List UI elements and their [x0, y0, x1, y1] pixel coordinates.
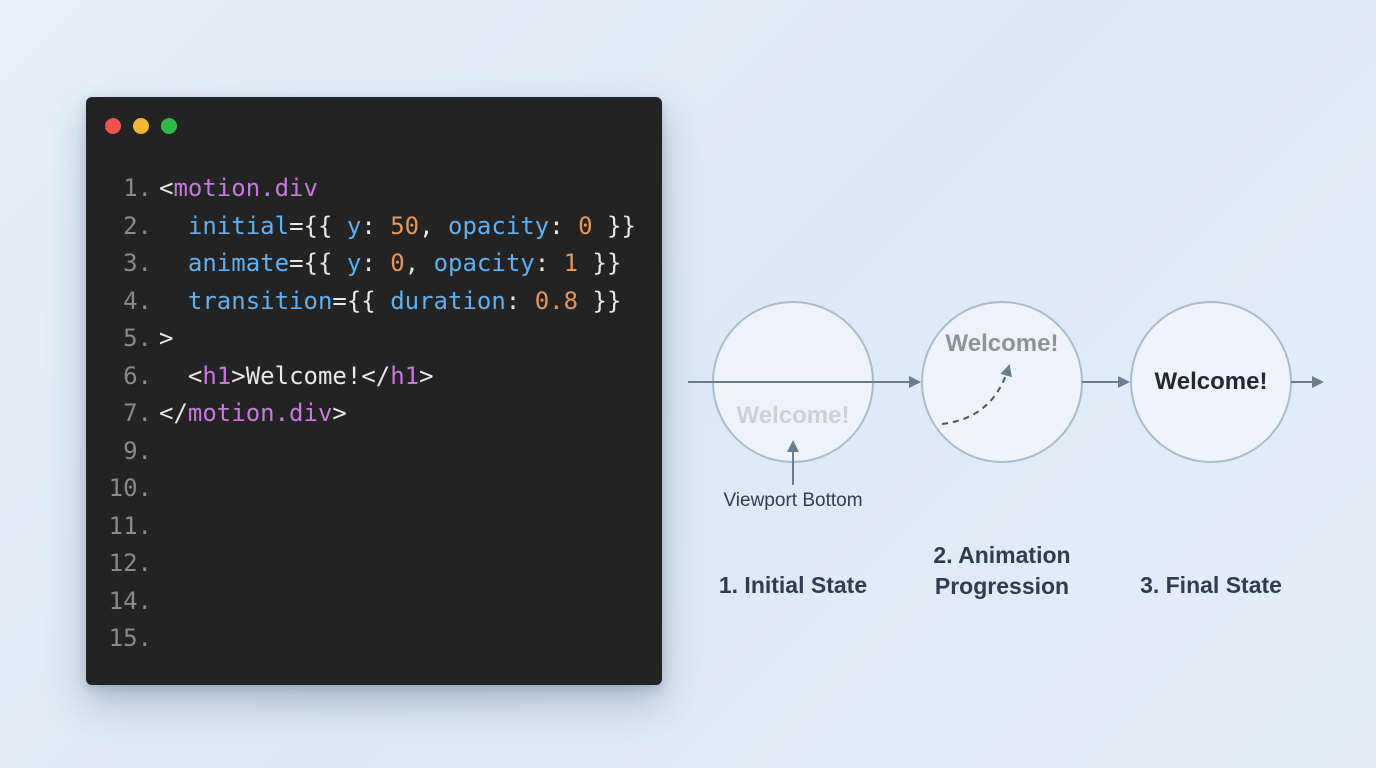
minimize-dot-icon[interactable]	[133, 118, 149, 134]
code-token: ={{	[332, 286, 391, 315]
code-token: initial	[187, 211, 290, 240]
line-number: 7.	[123, 399, 152, 427]
code-token: 1	[563, 249, 579, 277]
code-token: :	[361, 211, 391, 240]
code-token: ,	[419, 211, 449, 240]
code-token: motion.div	[173, 174, 318, 202]
code-line: 9.	[86, 433, 662, 471]
code-token: h1	[202, 361, 232, 390]
code-text: <motion.div	[152, 170, 318, 208]
code-token: 0.8	[534, 286, 579, 315]
line-number: 11.	[108, 511, 152, 540]
line-number: 6.	[123, 361, 152, 390]
maximize-dot-icon[interactable]	[161, 118, 177, 134]
line-number: 12.	[108, 549, 152, 577]
code-token: motion.div	[187, 399, 333, 427]
code-line: 7.</motion.div>	[86, 395, 662, 433]
code-token: :	[534, 249, 564, 277]
code-line: 3. animate={{ y: 0, opacity: 1 }}	[86, 245, 662, 283]
code-text	[152, 470, 159, 508]
code-line: 5.>	[86, 320, 662, 358]
code-line: 12.	[86, 545, 662, 583]
code-text: <h1>Welcome!</h1>	[152, 358, 434, 396]
code-line: 10.	[86, 470, 662, 508]
code-token: >	[159, 324, 174, 352]
code-token: duration	[390, 286, 506, 315]
code-token: opacity	[448, 211, 550, 240]
code-token: }}	[592, 211, 636, 240]
code-token: 0	[578, 211, 593, 240]
code-line: 6. <h1>Welcome!</h1>	[86, 358, 662, 396]
code-text	[152, 508, 159, 546]
code-token: >	[419, 361, 434, 390]
code-line: 15.	[86, 620, 662, 658]
code-token: <	[159, 361, 203, 390]
code-token: ={{	[289, 211, 347, 240]
code-token: 50	[390, 211, 420, 240]
line-number: 3.	[123, 249, 152, 277]
code-text: initial={{ y: 50, opacity: 0 }}	[152, 208, 636, 246]
line-number: 2.	[123, 211, 152, 240]
state-label-initial: 1. Initial State	[718, 572, 868, 598]
code-token: transition	[187, 286, 333, 315]
code-token: >	[332, 399, 347, 427]
code-token: 0	[390, 249, 405, 277]
code-line: 4. transition={{ duration: 0.8 }}	[86, 283, 662, 321]
code-text	[152, 545, 159, 583]
state-label-final: 3. Final State	[1140, 572, 1282, 598]
line-number: 15.	[108, 624, 152, 652]
line-number: 5.	[123, 324, 152, 352]
code-token: ={{	[289, 249, 347, 277]
code-token	[159, 249, 188, 277]
code-line: 2. initial={{ y: 50, opacity: 0 }}	[86, 208, 662, 246]
code-token: }}	[578, 249, 622, 277]
code-token: opacity	[433, 249, 535, 277]
code-token	[159, 212, 188, 240]
line-number: 14.	[108, 586, 152, 615]
line-number: 4.	[123, 286, 152, 315]
code-token: </	[159, 399, 188, 427]
code-token: :	[361, 249, 391, 277]
code-token: animate	[187, 249, 290, 277]
welcome-text-initial: Welcome!	[736, 402, 850, 429]
close-dot-icon[interactable]	[105, 118, 121, 134]
code-text: >	[152, 320, 173, 358]
code-token: >Welcome!</	[231, 361, 391, 390]
line-number: 1.	[123, 174, 152, 202]
code-token: ,	[404, 249, 434, 277]
code-text: </motion.div>	[152, 395, 347, 433]
state-label-progress: 2. Animation Progression	[933, 542, 1071, 599]
welcome-text-progress: Welcome!	[945, 330, 1059, 357]
welcome-text-final: Welcome!	[1154, 368, 1268, 395]
code-text	[152, 583, 159, 621]
window-controls	[105, 118, 177, 134]
code-token	[159, 287, 188, 315]
code-text: transition={{ duration: 0.8 }}	[152, 283, 622, 321]
code-line: 14.	[86, 583, 662, 621]
state-circle-initial	[712, 301, 874, 463]
code-text	[152, 433, 159, 471]
code-token: :	[505, 286, 535, 315]
code-token: y	[346, 249, 362, 277]
code-line: 1.<motion.div	[86, 170, 662, 208]
code-token: }}	[578, 286, 622, 315]
line-number: 9.	[123, 436, 152, 465]
code-token: h1	[390, 361, 420, 390]
code-token: :	[549, 211, 579, 240]
code-text: animate={{ y: 0, opacity: 1 }}	[152, 245, 622, 283]
code-line: 11.	[86, 508, 662, 546]
code-text	[152, 620, 159, 658]
viewport-bottom-label: Viewport Bottom	[723, 490, 863, 511]
line-number: 10.	[108, 474, 152, 502]
progress-curve-arrow	[941, 364, 1012, 425]
state-circle-progress	[921, 301, 1083, 463]
code-token: <	[159, 174, 174, 202]
code-token: y	[346, 211, 362, 240]
